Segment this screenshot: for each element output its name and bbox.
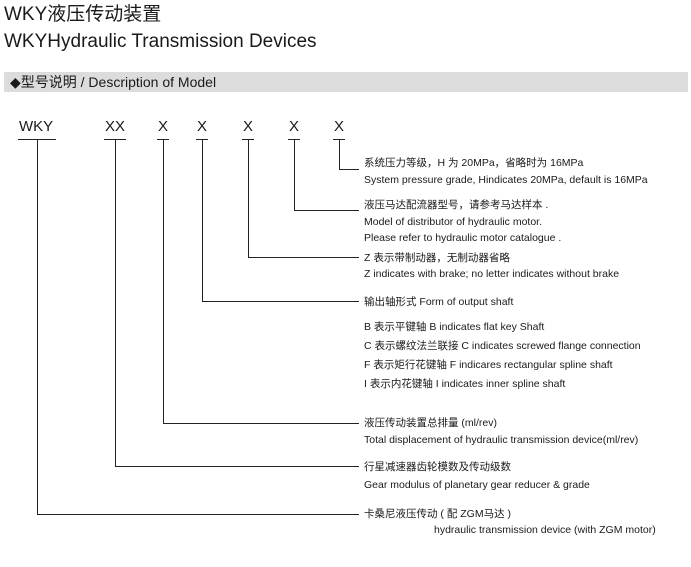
leader-horizontal-distributor [294, 210, 359, 211]
desc-shaft-i: I 表示内花键轴 I indicates inner spline shaft [364, 378, 566, 390]
code-xx: XX [105, 118, 126, 135]
code-x-pressure: X [334, 118, 345, 135]
underline-xx [104, 139, 126, 140]
title-chinese: WKY液压传动装置 [4, 4, 162, 25]
desc-shaft-title: 输出轴形式 Form of output shaft [364, 296, 514, 308]
title-english: WKYHydraulic Transmission Devices [4, 31, 317, 52]
leader-horizontal-pressure [339, 169, 359, 170]
code-x-brake: X [243, 118, 254, 135]
section-title: ◆型号说明 / Description of Model [10, 74, 217, 90]
leader-vertical-pressure [339, 140, 340, 170]
leader-horizontal-gear [115, 466, 359, 467]
leader-vertical-distributor [294, 140, 295, 211]
desc-distributor-en1: Model of distributor of hydraulic motor. [364, 216, 542, 228]
leader-horizontal-shaft [202, 301, 359, 302]
underline-x4 [288, 139, 300, 140]
desc-displacement-en: Total displacement of hydraulic transmis… [364, 434, 639, 446]
underline-wky [18, 139, 56, 140]
desc-distributor-cn: 液压马达配流器型号，请参考马达样本 . [364, 199, 549, 211]
desc-distributor-en2: Please refer to hydraulic motor catalogu… [364, 232, 562, 244]
desc-shaft-c: C 表示螺纹法兰联接 C indicates screwed flange co… [364, 340, 641, 352]
desc-brake-en: Z indicates with brake; no letter indica… [364, 268, 620, 280]
code-x-shaft: X [197, 118, 208, 135]
desc-motor-en: hydraulic transmission device (with ZGM … [434, 524, 656, 536]
underline-x1 [157, 139, 169, 140]
underline-x5 [333, 139, 345, 140]
underline-x2 [196, 139, 208, 140]
desc-shaft-b: B 表示平键轴 B indicates flat key Shaft [364, 321, 545, 333]
code-x-distributor: X [289, 118, 300, 135]
desc-shaft-f: F 表示矩行花键轴 F indicares rectangular spline… [364, 359, 613, 371]
section-header-bar: ◆型号说明 / Description of Model [4, 72, 688, 92]
code-x-displacement: X [158, 118, 169, 135]
desc-pressure-cn: 系统压力等级，H 为 20MPa，省略时为 16MPa [364, 157, 584, 169]
underline-x3 [242, 139, 254, 140]
desc-gear-en: Gear modulus of planetary gear reducer &… [364, 479, 590, 491]
desc-brake-cn: Z 表示带制动器，无制动器省略 [364, 252, 510, 264]
leader-vertical-displacement [163, 140, 164, 424]
leader-vertical-xx [115, 140, 116, 467]
desc-motor-cn: 卡桑尼液压传动 ( 配 ZGM马达 ) [364, 508, 511, 520]
desc-pressure-en: System pressure grade, Hindicates 20MPa,… [364, 174, 648, 186]
leader-horizontal-brake [248, 257, 359, 258]
leader-horizontal-motor [37, 514, 359, 515]
leader-vertical-shaft [202, 140, 203, 302]
desc-gear-cn: 行星减速器齿轮模数及传动级数 [364, 461, 511, 473]
code-wky: WKY [19, 118, 54, 135]
leader-vertical-wky [37, 140, 38, 515]
leader-horizontal-displacement [163, 423, 359, 424]
leader-vertical-brake [248, 140, 249, 258]
desc-displacement-cn: 液压传动装置总排量 (ml/rev) [364, 417, 497, 429]
